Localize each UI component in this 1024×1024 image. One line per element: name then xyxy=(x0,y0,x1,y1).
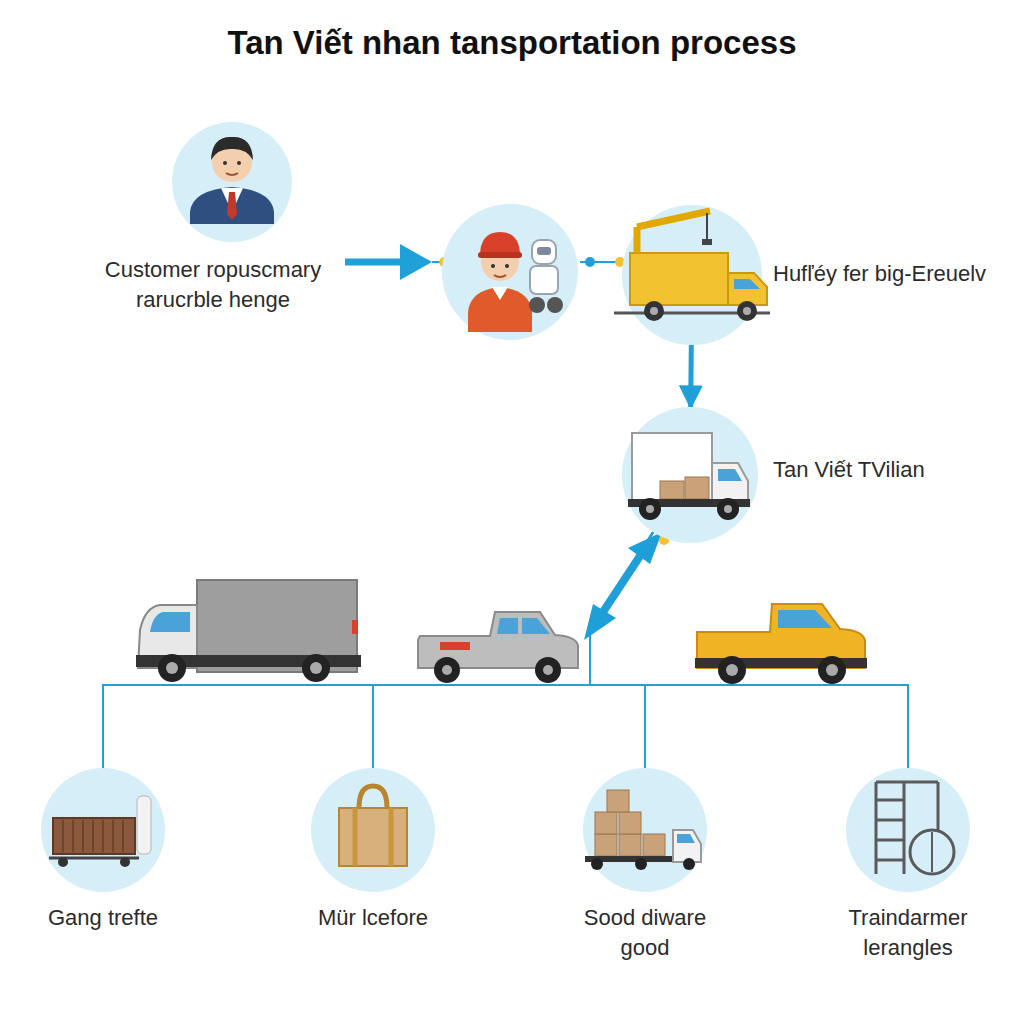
connector xyxy=(373,532,653,768)
step-icon xyxy=(172,122,292,242)
step-circle: Mür lcefore xyxy=(311,768,435,892)
diagram-title: Tan Viết nhan tansportation process xyxy=(0,0,1024,62)
step-icon xyxy=(41,768,165,892)
flow-arrow xyxy=(345,244,449,280)
step-label: Sood diware good xyxy=(563,903,728,962)
step-circle: Hufľéy fer big-Ereuelv xyxy=(622,205,762,345)
step-circle: Gang trefte xyxy=(41,768,165,892)
pickup-truck xyxy=(695,604,867,684)
step-icon xyxy=(622,407,758,543)
connector xyxy=(688,345,694,407)
double-arrow xyxy=(584,532,669,640)
step-circle: Customer ropuscmary rarucrble henge xyxy=(172,122,292,242)
connector xyxy=(590,532,653,768)
step-icon xyxy=(846,768,970,892)
step-icon xyxy=(583,768,707,892)
step-circle: Traindarmer lerangles xyxy=(846,768,970,892)
step-icon xyxy=(622,205,762,345)
step-circle: Sood diware good xyxy=(583,768,707,892)
step-label: Tan Viết TVilian xyxy=(773,455,925,485)
step-icon xyxy=(311,768,435,892)
step-label: Hufľéy fer big-Ereuelv xyxy=(773,259,986,289)
pickup-truck xyxy=(418,612,578,683)
connector xyxy=(103,532,653,768)
step-label: Traindarmer lerangles xyxy=(821,903,996,962)
link-line xyxy=(580,257,625,267)
box-truck xyxy=(136,580,361,682)
step-circle: Tan Viết TVilian xyxy=(622,407,758,543)
step-label: Gang trefte xyxy=(48,903,158,933)
step-label: Customer ropuscmary rarucrble henge xyxy=(88,255,338,314)
worker-icon xyxy=(442,204,578,340)
step-label: Mür lcefore xyxy=(318,903,428,933)
connector xyxy=(590,532,908,768)
